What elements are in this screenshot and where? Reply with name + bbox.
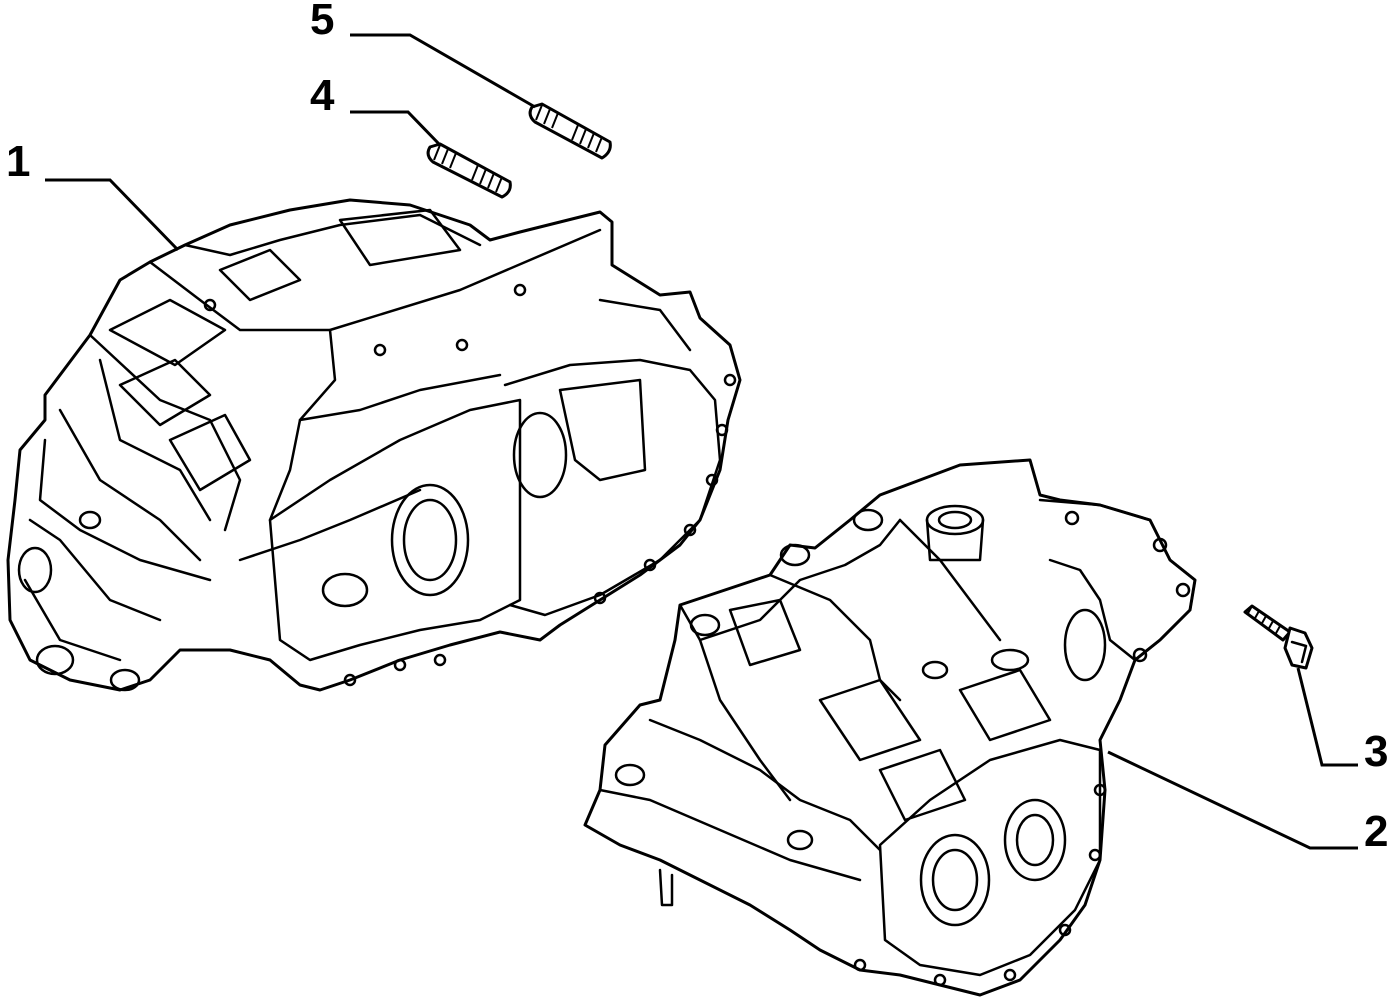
- leader-line-2: [1107, 750, 1358, 850]
- callout-1: 1: [6, 137, 30, 186]
- flanged-bolt-icon: [1243, 604, 1314, 670]
- leader-line-3: [1296, 667, 1358, 767]
- callout-labels: 1 2 3 4 5: [6, 0, 1388, 856]
- callout-3: 3: [1364, 727, 1388, 776]
- stud-bolt-icon: [426, 142, 512, 199]
- callout-5: 5: [310, 0, 334, 44]
- gearbox-housing-icon: [583, 458, 1197, 997]
- stud-bolt-icon: [528, 102, 612, 160]
- leader-lines: [45, 33, 1358, 850]
- leader-line-1: [45, 178, 180, 252]
- callout-4: 4: [310, 71, 335, 120]
- callout-2: 2: [1364, 807, 1388, 856]
- leader-line-5: [350, 33, 536, 109]
- clutch-housing-icon: [6, 198, 742, 692]
- leader-line-4: [350, 110, 442, 147]
